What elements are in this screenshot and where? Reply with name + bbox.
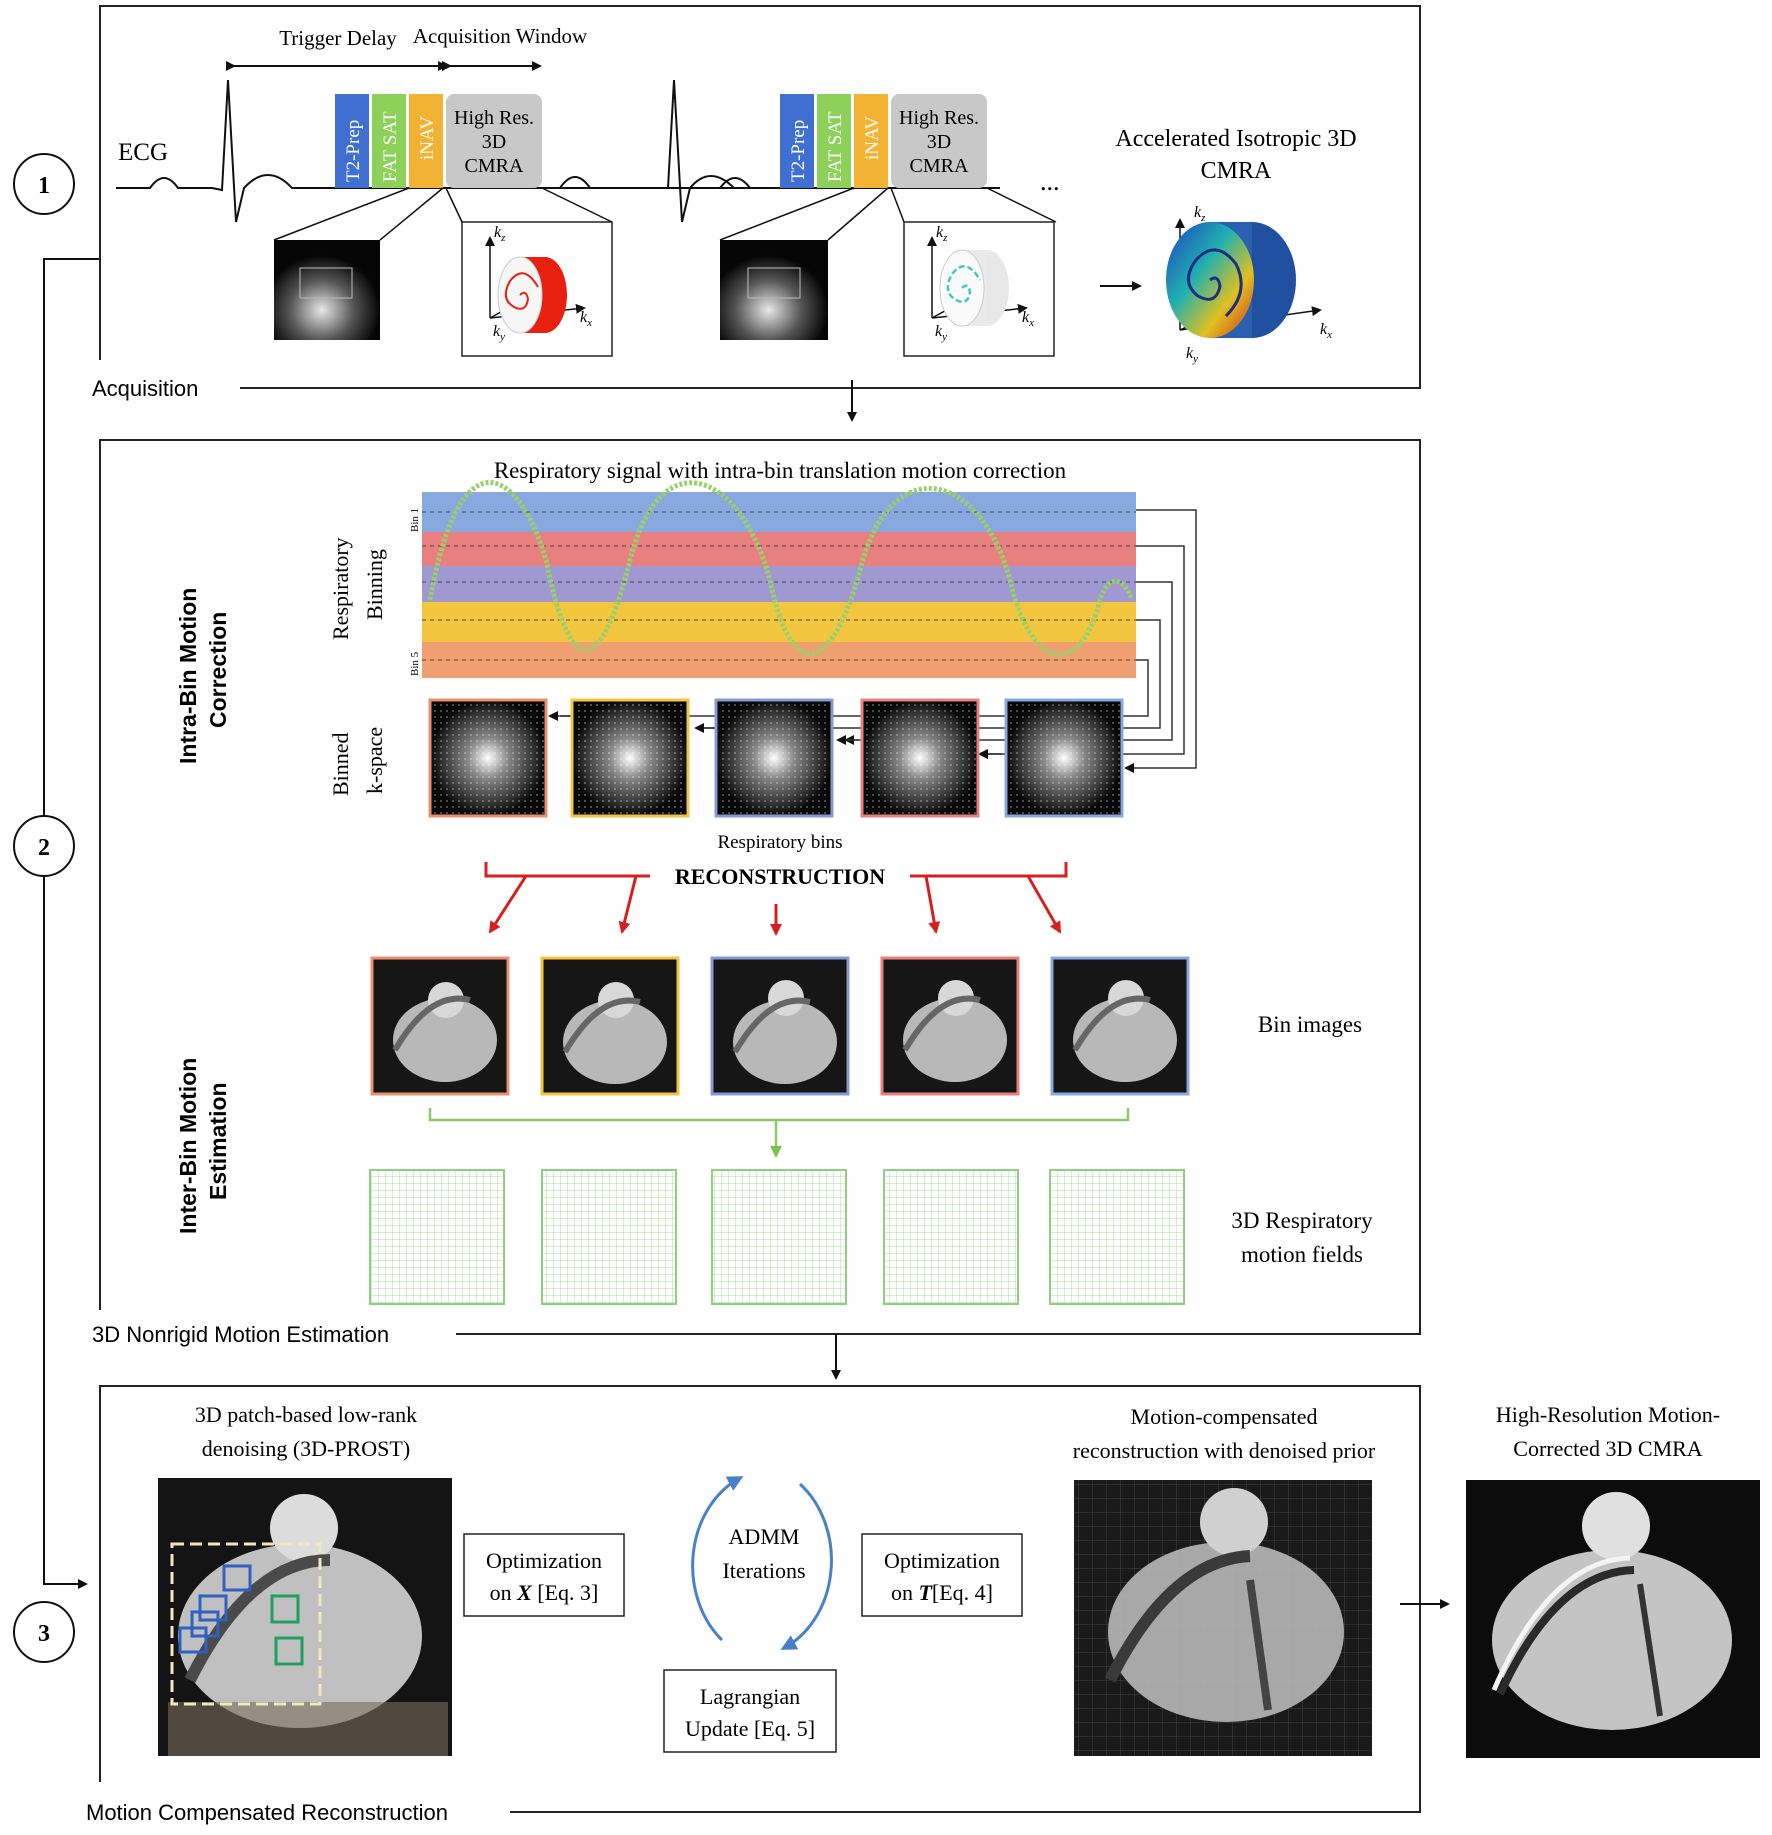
- kspace-bin-4: [860, 698, 980, 818]
- highres-label-2c: CMRA: [910, 155, 969, 177]
- fatsat-label-2: FAT SAT: [825, 111, 846, 182]
- resp-signal-title: Respiratory signal with intra-bin transl…: [494, 458, 1067, 483]
- admm-cycle-arrows: [691, 1476, 833, 1650]
- t2prep-label-1: T2-Prep: [343, 120, 364, 182]
- opt-t-box: [861, 1533, 1023, 1617]
- motion-field-4: [883, 1169, 1019, 1305]
- bin-image-1: [370, 956, 510, 1096]
- final-label-2: Corrected 3D CMRA: [1513, 1436, 1703, 1461]
- inav-scout-image-2: [720, 240, 828, 340]
- inav-label-2: iNAV: [862, 116, 883, 160]
- opt-t-label-1: Optimization: [884, 1548, 1000, 1573]
- highres-label-2a: High Res.: [899, 107, 979, 129]
- inter-bin-label-1: Inter-Bin Motion: [175, 1058, 201, 1234]
- resp-bins-label: Respiratory bins: [717, 832, 842, 853]
- motion-fields-label-2: motion fields: [1241, 1242, 1363, 1267]
- highres-label-1c: CMRA: [465, 155, 524, 177]
- ky-label-3: ky: [1186, 345, 1198, 365]
- reconstruction-fan: [484, 862, 1068, 936]
- final-label-1: High-Resolution Motion-: [1496, 1402, 1720, 1427]
- motion-field-5: [1049, 1169, 1185, 1305]
- admm-label-2: Iterations: [722, 1558, 805, 1583]
- ecg-label: ECG: [118, 139, 168, 166]
- highres-label-2b: 3D: [927, 131, 951, 153]
- bin1-label: Bin 1: [409, 508, 421, 532]
- opt-x-box: [463, 1533, 625, 1617]
- reconstruction-label: RECONSTRUCTION: [675, 864, 885, 889]
- opt-t-label-2: on T[Eq. 4]: [891, 1580, 993, 1605]
- accelerated-kspace-cylinder: [1166, 218, 1322, 338]
- accelerated-label-line2: CMRA: [1201, 158, 1272, 184]
- acquisition-panel: [99, 5, 1421, 389]
- step-2-label: 2: [38, 835, 50, 861]
- motion-fields-label-1: 3D Respiratory: [1231, 1208, 1373, 1233]
- lagrangian-label-2: Update [Eq. 5]: [685, 1716, 815, 1741]
- mc-recon-label-2: reconstruction with denoised prior: [1073, 1438, 1376, 1463]
- zoom-lines: [273, 187, 1057, 241]
- motion-field-1: [369, 1169, 505, 1305]
- kspace-bin-3: [714, 698, 834, 818]
- sequence-blocks-2: [780, 94, 987, 188]
- intra-bin-label-1: Intra-Bin Motion: [175, 588, 201, 764]
- kspace-trajectory-inset-2: [903, 221, 1055, 357]
- step-3-label: 3: [38, 1621, 50, 1647]
- kspace-bin-5: [1004, 698, 1124, 818]
- inav-scout-image-1: [274, 240, 380, 340]
- kspace-bin-1: [428, 698, 548, 818]
- final-cmra-image: [1466, 1480, 1760, 1758]
- opt-x-label-1: Optimization: [486, 1548, 602, 1573]
- respiratory-signal-curve: [427, 480, 1135, 657]
- inter-bin-label-2: Estimation: [205, 1082, 231, 1200]
- ecg-trace: [116, 79, 753, 223]
- bin-image-3: [710, 956, 850, 1096]
- green-bracket: [428, 1108, 1130, 1158]
- bin-images-label: Bin images: [1258, 1012, 1362, 1037]
- motion-field-2: [541, 1169, 677, 1305]
- highres-label-1a: High Res.: [454, 107, 534, 129]
- recon-panel: [99, 1385, 1421, 1813]
- mc-recon-label-1: Motion-compensated: [1131, 1404, 1318, 1429]
- kz-label-3: kz: [1194, 204, 1206, 224]
- fatsat-label-1: FAT SAT: [380, 111, 401, 182]
- acquisition-window-label: Acquisition Window: [413, 24, 588, 48]
- prost-label-1: 3D patch-based low-rank: [195, 1402, 417, 1427]
- recon-section-label: Motion Compensated Reconstruction: [86, 1800, 448, 1825]
- bin-image-4: [880, 956, 1020, 1096]
- lagrangian-box: [663, 1669, 837, 1753]
- binned-kspace-label-1: Binned: [328, 732, 353, 796]
- binned-kspace-label-2: k-space: [362, 727, 387, 794]
- lagrangian-label-1: Lagrangian: [700, 1684, 800, 1709]
- motion-panel: [99, 439, 1421, 1335]
- motion-section-label: 3D Nonrigid Motion Estimation: [92, 1322, 389, 1347]
- highres-label-1b: 3D: [482, 131, 506, 153]
- mc-recon-image: [1074, 1480, 1372, 1756]
- acquisition-section-label: Acquisition: [92, 376, 198, 401]
- intra-bin-label-2: Correction: [205, 612, 231, 728]
- sequence-blocks-1: [335, 94, 542, 188]
- kspace-bin-2: [570, 698, 690, 818]
- bin-image-5: [1050, 956, 1190, 1096]
- opt-x-label-2: on X [Eq. 3]: [490, 1580, 599, 1605]
- t2prep-label-2: T2-Prep: [788, 120, 809, 182]
- kspace-trajectory-inset-1: [461, 221, 613, 357]
- kx-label-3: kx: [1320, 321, 1332, 341]
- bin5-label: Bin 5: [409, 651, 421, 676]
- ecg-ellipsis: ...: [1040, 167, 1060, 196]
- resp-binning-label-1: Respiratory: [328, 537, 353, 640]
- prost-label-2: denoising (3D-PROST): [202, 1436, 410, 1461]
- step-1-label: 1: [38, 173, 50, 199]
- admm-label-1: ADMM: [729, 1524, 800, 1549]
- motion-field-3: [711, 1169, 847, 1305]
- inav-label-1: iNAV: [417, 116, 438, 160]
- accelerated-label-line1: Accelerated Isotropic 3D: [1115, 126, 1356, 152]
- prost-image: [158, 1478, 452, 1756]
- left-timeline: [13, 153, 100, 1663]
- trigger-delay-label: Trigger Delay: [279, 26, 397, 50]
- resp-binning-label-2: Binning: [362, 549, 387, 620]
- bin-image-2: [540, 956, 680, 1096]
